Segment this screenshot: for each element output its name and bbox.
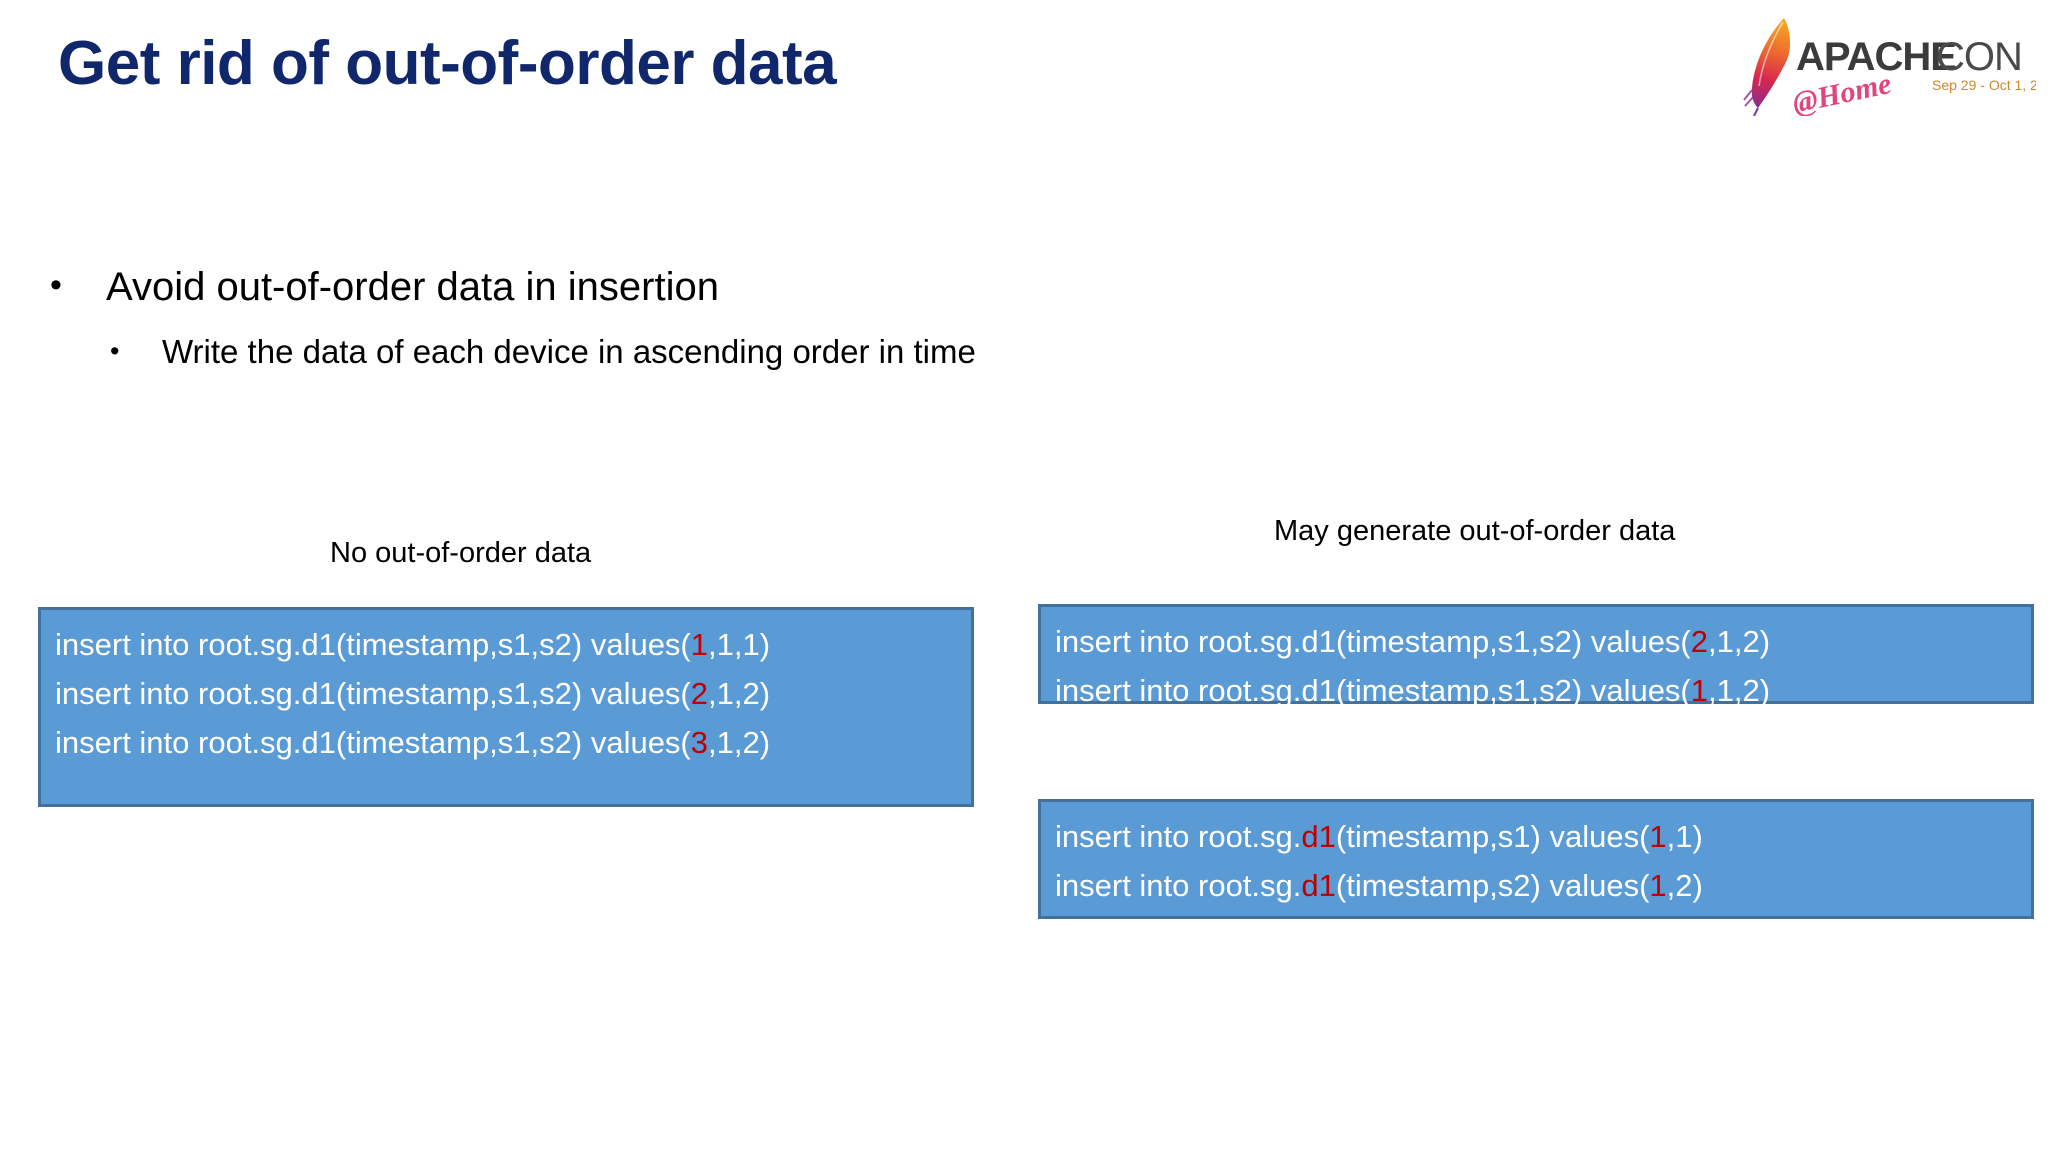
code-text: insert into root.sg.d1(timestamp,s1,s2) …: [1055, 624, 1691, 659]
code-text: insert into root.sg.d1(timestamp,s1,s2) …: [55, 725, 691, 760]
bullet-text-secondary: Write the data of each device in ascendi…: [162, 333, 976, 370]
code-text: ,1,2): [1708, 624, 1771, 659]
logo-con-text: CON: [1936, 35, 2022, 79]
code-line: insert into root.sg.d1(timestamp,s1,s2) …: [1055, 666, 2017, 715]
apachecon-logo: APACHE CON @Home Sep 29 - Oct 1, 2020: [1736, 12, 2048, 120]
code-text: (timestamp,s1) values(: [1335, 819, 1650, 854]
code-text: ,1,2): [708, 725, 771, 760]
code-text: insert into root.sg.d1(timestamp,s1,s2) …: [55, 627, 691, 662]
code-line: insert into root.sg.d1(timestamp,s2) val…: [1055, 861, 2017, 910]
code-highlight: 2: [690, 676, 709, 711]
code-line: insert into root.sg.d1(timestamp,s1) val…: [1055, 812, 2017, 861]
code-highlight: 1: [690, 627, 709, 662]
code-text: insert into root.sg.: [1055, 819, 1302, 854]
code-highlight: 2: [1690, 624, 1709, 659]
code-highlight: d1: [1301, 819, 1336, 854]
bullet-marker-icon: •: [110, 336, 120, 366]
code-text: insert into root.sg.d1(timestamp,s1,s2) …: [1055, 673, 1691, 708]
code-box-no-out-of-order: insert into root.sg.d1(timestamp,s1,s2) …: [38, 607, 974, 807]
logo-dates-text: Sep 29 - Oct 1, 2020: [1932, 77, 2036, 93]
code-text: ,1,1): [708, 627, 771, 662]
apachecon-logo-svg: APACHE CON @Home Sep 29 - Oct 1, 2020: [1743, 18, 2048, 120]
code-text: (timestamp,s2) values(: [1335, 868, 1650, 903]
code-line: insert into root.sg.d1(timestamp,s1,s2) …: [55, 669, 957, 718]
code-box-out-of-order-timestamps: insert into root.sg.d1(timestamp,s1,s2) …: [1038, 604, 2034, 708]
code-line: insert into root.sg.d1(timestamp,s1,s2) …: [55, 718, 957, 767]
code-text: ,2): [1666, 868, 1703, 903]
code-text: ,1,2): [708, 676, 771, 711]
code-line: insert into root.sg.d1(timestamp,s1,s2) …: [55, 620, 957, 669]
caption-no-out-of-order: No out-of-order data: [330, 537, 592, 569]
code-text: insert into root.sg.d1(timestamp,s1,s2) …: [55, 676, 691, 711]
bullet-marker-icon: •: [50, 266, 62, 304]
code-text: insert into root.sg.: [1055, 868, 1302, 903]
code-highlight: 1: [1649, 868, 1667, 903]
code-text: ,1,2): [1708, 673, 1771, 708]
bullet-text-primary: Avoid out-of-order data in insertion: [106, 265, 719, 309]
logo-apache-text: APACHE: [1796, 35, 1956, 79]
caption-may-generate-out-of-order: May generate out-of-order data: [1274, 515, 1676, 547]
code-box-out-of-order-devices: insert into root.sg.d1(timestamp,s1) val…: [1038, 799, 2034, 919]
code-highlight: d1: [1301, 868, 1336, 903]
code-highlight: 1: [1649, 819, 1667, 854]
page-title: Get rid of out-of-order data: [58, 29, 837, 98]
code-highlight: 3: [690, 725, 709, 760]
code-line: insert into root.sg.d1(timestamp,s1,s2) …: [1055, 617, 2017, 666]
bullet-item-primary: • Avoid out-of-order data in insertion: [50, 262, 719, 312]
code-highlight: 1: [1690, 673, 1709, 708]
apache-feather-icon: [1743, 18, 1791, 117]
code-text: ,1): [1666, 819, 1703, 854]
bullet-item-secondary: • Write the data of each device in ascen…: [110, 330, 976, 374]
